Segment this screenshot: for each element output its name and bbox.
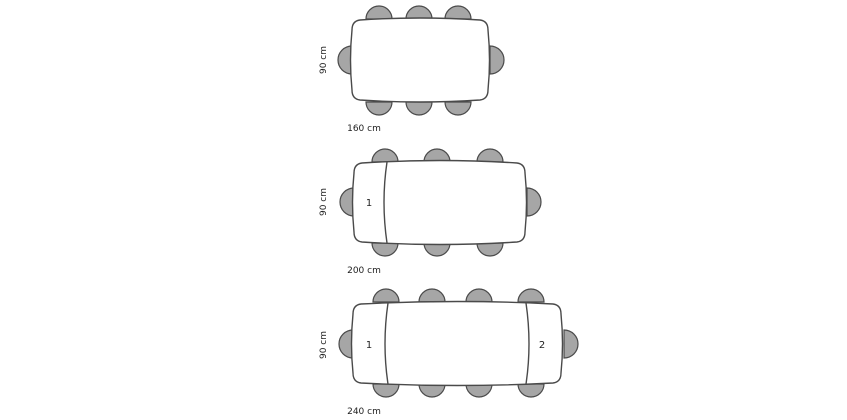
table-top [349, 17, 491, 103]
chair-left [337, 45, 353, 75]
chair-bottom-2 [405, 101, 433, 116]
chair-top-3 [444, 5, 472, 20]
table-layout-200: 1 90 cm 200 cm [319, 148, 542, 276]
chair-bottom-3 [476, 242, 504, 257]
chair-bottom-1 [371, 242, 399, 257]
chair-top-3 [476, 148, 504, 163]
chair-bottom-2 [423, 242, 451, 257]
table-layout-240: 1 2 90 cm 240 cm [319, 288, 579, 417]
chair-top-2 [423, 148, 451, 163]
length-label: 200 cm [347, 266, 381, 276]
chair-top-1 [365, 5, 393, 20]
chair-right [526, 187, 542, 217]
chair-bottom-2 [418, 383, 446, 398]
chair-top-1 [372, 288, 400, 303]
chair-right [489, 45, 505, 75]
chair-top-4 [517, 288, 545, 303]
leaf-label-1: 1 [366, 198, 372, 209]
leaf-label-1: 1 [366, 340, 372, 351]
leaf-label-2: 2 [539, 340, 545, 351]
chair-bottom-4 [517, 383, 545, 398]
chair-right [563, 329, 579, 359]
depth-label: 90 cm [319, 46, 329, 74]
length-label: 160 cm [347, 124, 381, 134]
depth-label: 90 cm [319, 188, 329, 216]
chair-top-2 [405, 5, 433, 20]
chair-bottom-3 [465, 383, 493, 398]
chair-bottom-3 [444, 101, 472, 116]
chair-left [338, 329, 354, 359]
chair-top-1 [371, 148, 399, 163]
table-top [350, 300, 564, 387]
table-layout-160: 90 cm 160 cm [319, 5, 505, 134]
chair-top-2 [418, 288, 446, 303]
table-top [351, 159, 528, 246]
extension-leaf-seam-1 [383, 161, 388, 244]
extension-leaf-seam-1 [384, 302, 389, 385]
chair-bottom-1 [365, 101, 393, 116]
extension-leaf-seam-2 [525, 302, 530, 385]
length-label: 240 cm [347, 407, 381, 417]
depth-label: 90 cm [319, 331, 329, 359]
chair-top-3 [465, 288, 493, 303]
chair-bottom-1 [372, 383, 400, 398]
chair-left [339, 187, 355, 217]
